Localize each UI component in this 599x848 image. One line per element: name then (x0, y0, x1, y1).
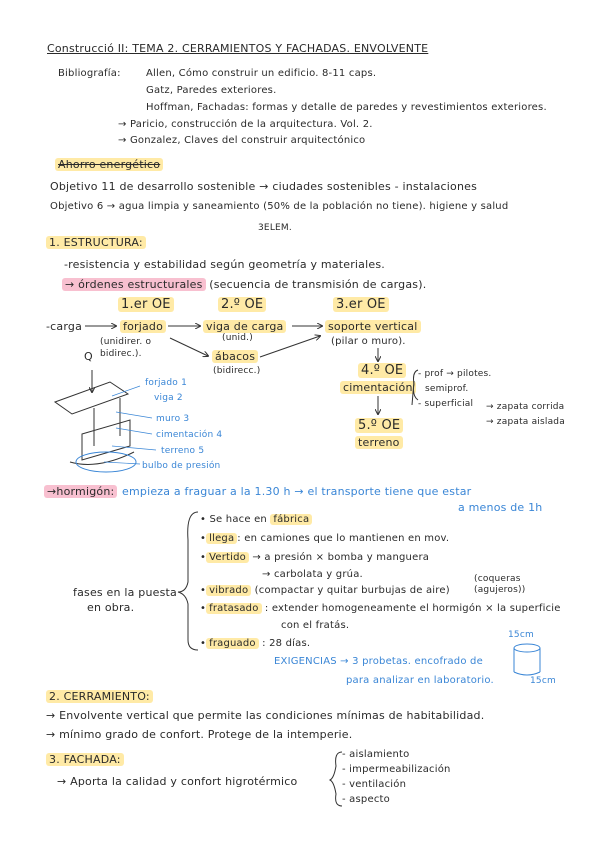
enclosure-heading: 2. CERRAMIENTO: (46, 690, 153, 703)
page-title: Construcció II: TEMA 2. CERRAMIENTOS Y F… (47, 42, 429, 55)
phase-item: •llega: en camiones que lo mantienen en … (200, 533, 450, 544)
concrete-heading: →hormigón: (44, 485, 118, 498)
facade-item: - aspecto (342, 794, 390, 805)
energy-heading: Ahorro energético (55, 158, 164, 171)
objective-11: Objetivo 11 de desarrollo sostenible → c… (50, 180, 478, 193)
soporte-note: (pilar o muro). (331, 336, 406, 347)
diagram-label: terreno 5 (161, 446, 205, 456)
structure-line-1: -resistencia y estabilidad según geometr… (64, 258, 385, 271)
phase-item: → carbolata y grúa. (262, 569, 363, 580)
forjado-label: forjado (120, 320, 167, 333)
diagram-label: bulbo de presión (142, 461, 221, 471)
facade-line-1: → Aporta la calidad y confort higrotérmi… (57, 775, 298, 788)
facade-item: - aislamiento (342, 749, 410, 760)
bibliography-label: Bibliografía: (58, 68, 121, 79)
abacos-note: (bidirecc.) (213, 366, 261, 376)
soporte-label: soporte vertical (325, 320, 421, 333)
order-2: 2.º OE (218, 297, 267, 312)
abacos-label: ábacos (212, 350, 259, 363)
phase-item: •Vertido → a presión × bomba y manguera (200, 552, 430, 563)
facade-bracket (328, 751, 343, 807)
order-3: 3.er OE (333, 297, 389, 312)
objective-6: Objetivo 6 → agua limpia y saneamiento (… (50, 201, 509, 212)
phases-bracket (177, 511, 199, 651)
carga-label: -carga (46, 320, 83, 333)
terreno-label: terreno (355, 436, 403, 449)
structure-heading: 1. ESTRUCTURA: (46, 236, 146, 249)
flow-arrows (85, 326, 415, 414)
diagram-label: cimentación 4 (156, 430, 223, 440)
requirements-line-1: EXIGENCIAS → 3 probetas. encofrado de (274, 656, 483, 667)
belem-note: 3ELEM. (258, 223, 292, 233)
facade-item: - impermeabilización (342, 764, 451, 775)
diagram-q: Q (84, 350, 93, 363)
viga-note: (unid.) (222, 333, 253, 343)
structure-line-2: → órdenes estructurales (secuencia de tr… (62, 278, 426, 291)
zapata-aislada: → zapata aislada (486, 417, 565, 427)
cylinder-top-label: 15cm (508, 630, 534, 640)
bibliography-line: → Paricio, construcción de la arquitectu… (118, 119, 373, 130)
phase-item: •fratasado : extender homogeneamente el … (200, 603, 561, 614)
phases-label: en obra. (87, 601, 135, 614)
diagram-label: viga 2 (154, 393, 183, 403)
phases-label: fases en la puesta (73, 586, 177, 599)
concrete-line-2: a menos de 1h (458, 501, 543, 514)
foundation-prof: - prof → pilotes. (418, 369, 492, 379)
phase-item: •fraguado : 28 días. (200, 638, 311, 649)
requirements-line-2: para analizar en laboratorio. (346, 675, 494, 686)
viga-label: viga de carga (203, 320, 287, 333)
concrete-heading-text: →hormigón: (44, 485, 118, 498)
bibliography-line: → Gonzalez, Claves del construir arquite… (118, 135, 366, 146)
order-5: 5.º OE (355, 418, 404, 433)
foundation-superficial: - superficial (418, 399, 474, 409)
bibliography-line: Gatz, Paredes exteriores. (146, 85, 277, 96)
phase-item: •vibrado (compactar y quitar burbujas de… (200, 585, 450, 596)
structure-sketch (53, 370, 157, 473)
diagram-label: forjado 1 (145, 378, 187, 388)
diagram-label: muro 3 (156, 414, 190, 424)
order-4: 4.º OE (358, 363, 407, 378)
bibliography-line: Allen, Cómo construir un edificio. 8-11 … (146, 68, 377, 79)
structural-orders-text: (secuencia de transmisión de cargas). (209, 278, 427, 291)
bibliography-line: Hoffman, Fachadas: formas y detalle de p… (146, 102, 547, 113)
order-1: 1.er OE (118, 297, 174, 312)
foundation-bracket (413, 369, 419, 401)
foundation-semiprof: semiprof. (425, 384, 469, 394)
phase-item: • Se hace en fábrica (200, 514, 313, 525)
cylinder-side-label: 15cm (530, 676, 556, 686)
coqueras-note: (coqueras (agujeros)) (474, 574, 526, 595)
concrete-line-1: empieza a fraguar a la 1.30 h → el trans… (122, 485, 472, 498)
phase-item: con el fratás. (281, 620, 350, 631)
cimentacion-label: cimentación (340, 381, 416, 394)
structural-orders-highlight: → órdenes estructurales (62, 278, 206, 291)
enclosure-line-1: → Envolvente vertical que permite las co… (46, 709, 485, 722)
forjado-note: (unidirer. o bidirec.). (100, 337, 152, 359)
test-cylinder (513, 643, 541, 676)
facade-item: - ventilación (342, 779, 407, 790)
zapata-corrida: → zapata corrida (486, 402, 565, 412)
enclosure-line-2: → mínimo grado de confort. Protege de la… (46, 728, 353, 741)
facade-heading: 3. FACHADA: (46, 753, 124, 766)
